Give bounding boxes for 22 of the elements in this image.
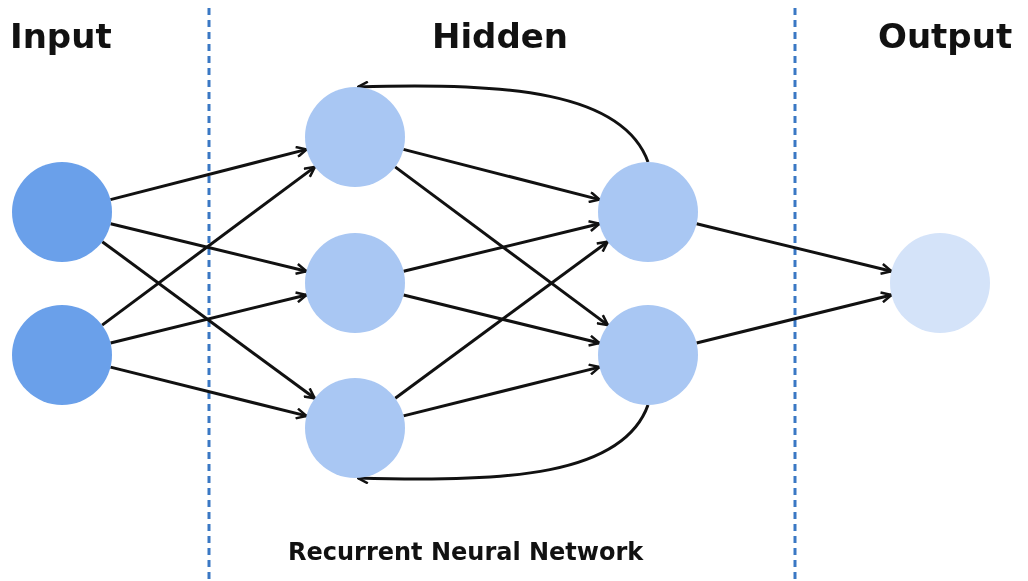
arrow bbox=[101, 240, 316, 400]
arrow bbox=[696, 222, 893, 275]
arrow bbox=[110, 291, 308, 345]
arrow bbox=[394, 165, 610, 327]
layer-label: Hidden bbox=[432, 19, 569, 53]
layer-label: Output bbox=[878, 19, 1013, 53]
layer-label: Input bbox=[10, 19, 112, 53]
neuron-circle bbox=[305, 87, 405, 187]
arrow bbox=[356, 404, 650, 485]
neuron-circle bbox=[305, 378, 405, 478]
arrow bbox=[696, 291, 893, 345]
arrow bbox=[403, 220, 601, 273]
arrow bbox=[403, 147, 601, 204]
arrow bbox=[110, 145, 308, 202]
arrow bbox=[101, 165, 317, 327]
arrow bbox=[394, 240, 609, 400]
diagram-caption: Recurrent Neural Network bbox=[288, 540, 644, 564]
arrow bbox=[110, 222, 308, 275]
arrow bbox=[356, 80, 650, 163]
arrow bbox=[403, 293, 601, 347]
arrow bbox=[110, 365, 308, 420]
arrow bbox=[403, 363, 601, 418]
